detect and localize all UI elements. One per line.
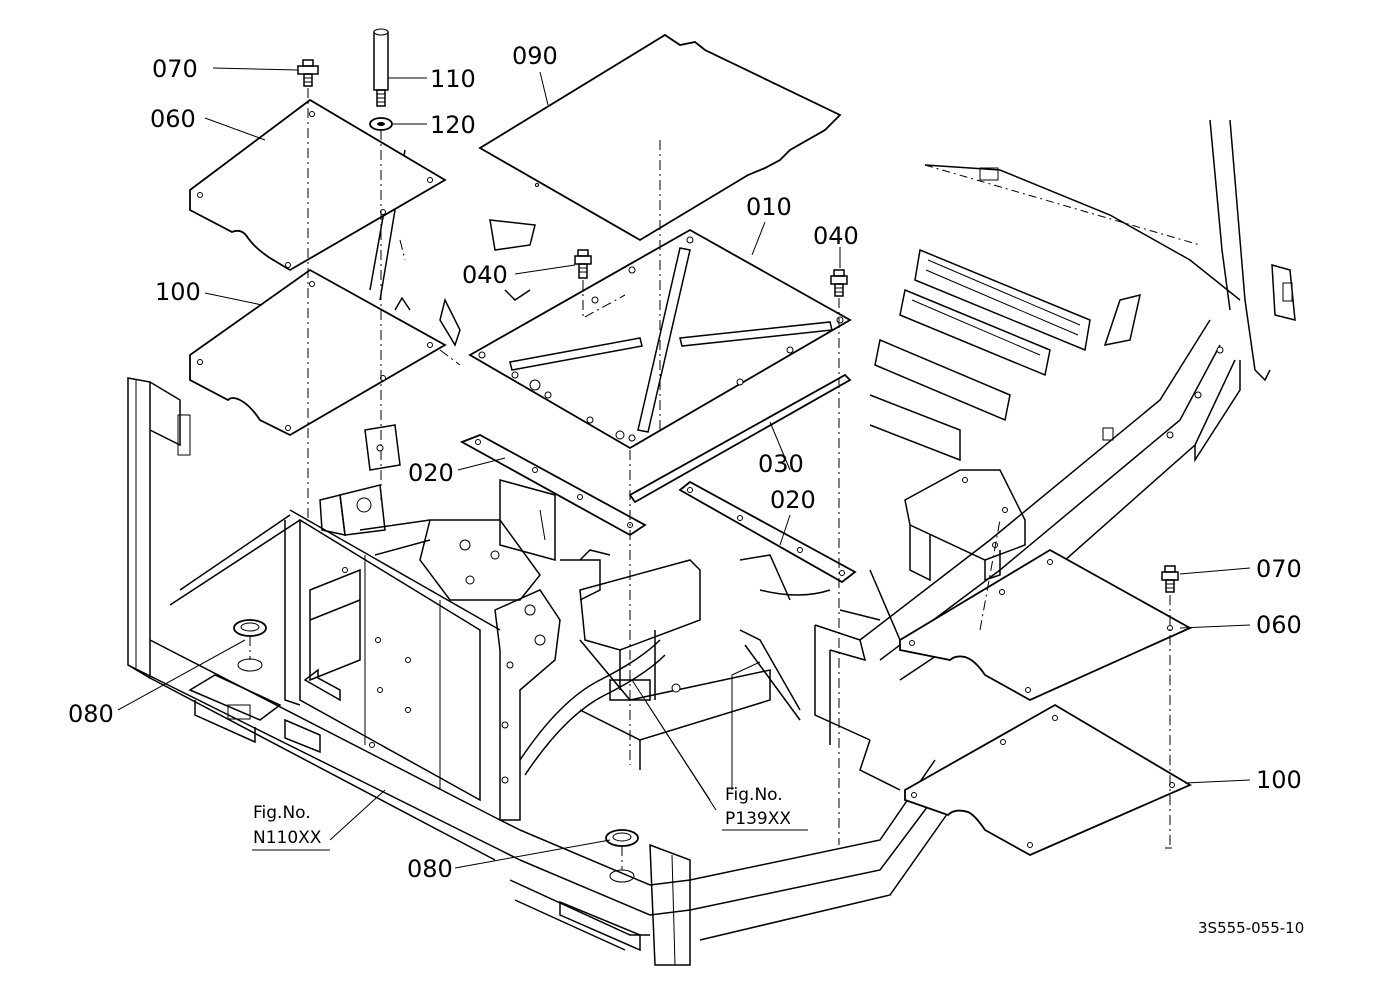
leader-lines (117, 67, 1251, 869)
washer-icon (369, 117, 393, 131)
fig-ref-p139xx-number: P139XX (725, 809, 791, 829)
callout-040-right: 040 (813, 222, 859, 250)
callout-020-left: 020 (408, 459, 454, 487)
fig-ref-n110xx-number: N110XX (253, 828, 322, 848)
mat-060-left (189, 98, 447, 272)
callout-120: 120 (430, 111, 476, 139)
callout-010: 010 (746, 193, 792, 221)
drawing-code: 3S555-055-10 (1198, 919, 1304, 937)
cover-010-center (468, 228, 852, 450)
bolt-icon (574, 249, 592, 279)
callout-080-left: 080 (68, 700, 114, 728)
callout-100-right: 100 (1256, 766, 1302, 794)
hardware (233, 28, 1179, 883)
mat-090-top (478, 33, 842, 242)
callout-070-right: 070 (1256, 555, 1302, 583)
bracket-020-right (678, 480, 857, 584)
bolt-icon (830, 269, 848, 297)
fig-ref-n110xx-label: Fig.No. (253, 803, 311, 823)
alignment-lines (249, 88, 1172, 870)
callout-030: 030 (758, 450, 804, 478)
grommet-icon (605, 829, 639, 883)
fig-ref-p139xx-label: Fig.No. (725, 785, 783, 805)
seal-030 (628, 373, 852, 504)
mat-060-right (899, 548, 1193, 702)
callout-040-center: 040 (462, 261, 508, 289)
callout-110: 110 (430, 65, 476, 93)
callout-020-right: 020 (770, 486, 816, 514)
console-assembly (284, 479, 831, 821)
mat-100-right (904, 703, 1192, 857)
figure-references: Fig.No. N110XX Fig.No. P139XX (252, 785, 808, 851)
callout-labels: 070 060 100 110 120 090 010 040 040 020 … (68, 42, 1302, 883)
mat-100-left (189, 268, 447, 437)
callout-060-right: 060 (1256, 611, 1302, 639)
bolt-icon (1161, 565, 1179, 593)
callout-070-left: 070 (152, 55, 198, 83)
callout-080-front: 080 (407, 855, 453, 883)
callout-060-left: 060 (150, 105, 196, 133)
bolt-icon (297, 59, 319, 87)
callout-100-left: 100 (155, 278, 201, 306)
bracket-020-left (459, 434, 647, 537)
grommet-icon (233, 619, 267, 672)
callout-090: 090 (512, 42, 558, 70)
pin-icon (373, 28, 389, 107)
